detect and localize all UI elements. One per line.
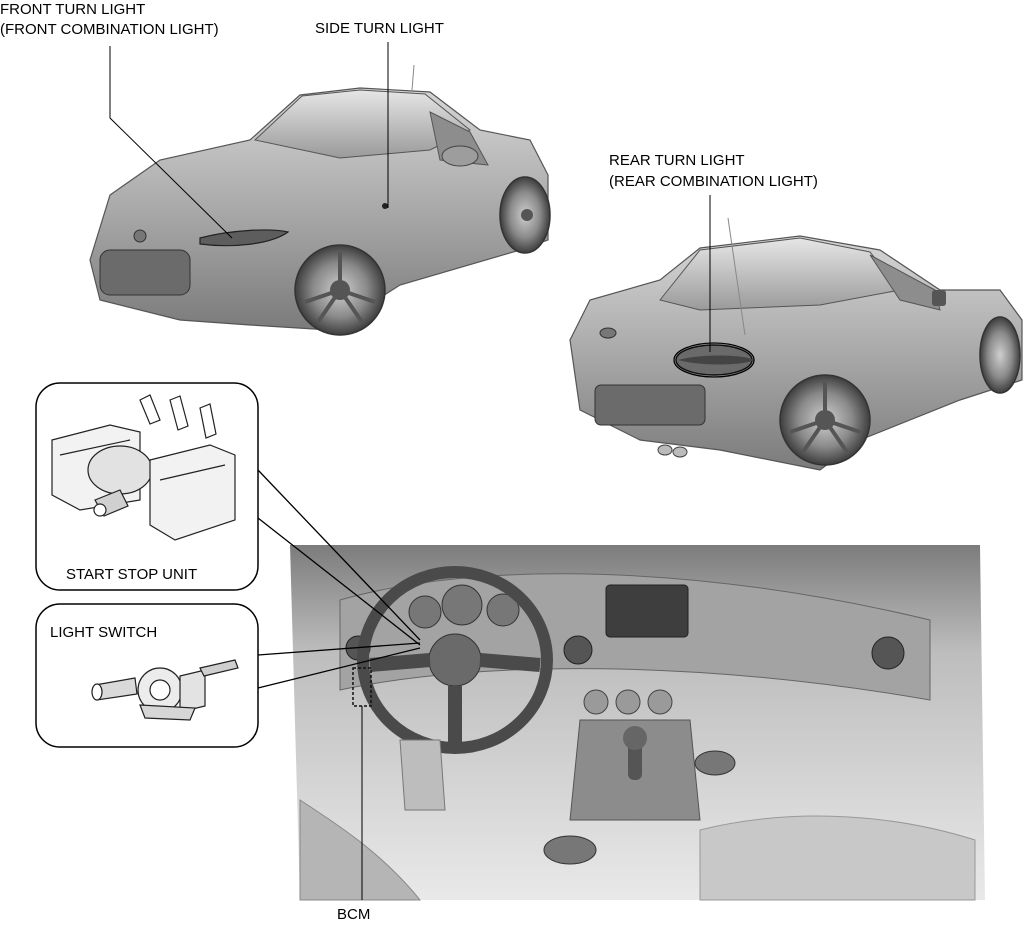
callout-connector-lines: [257, 469, 421, 689]
start-stop-unit-callout: [35, 382, 259, 591]
front-car-illustration: [89, 64, 551, 336]
side-turn-light-label: SIDE TURN LIGHT: [315, 20, 444, 37]
start-stop-unit-label: START STOP UNIT: [66, 566, 198, 583]
rear-car-illustration: [569, 217, 1023, 471]
front-turn-light-label: FRONT TURN LIGHT: [0, 1, 146, 18]
bcm-label: BCM: [337, 906, 371, 923]
front-combination-light-label: (FRONT COMBINATION LIGHT): [0, 21, 219, 38]
rear-light-highlight-ring: [673, 342, 755, 378]
light-switch-callout: [35, 603, 259, 748]
light-switch-illustration: [91, 659, 239, 721]
rear-turn-light-label: REAR TURN LIGHT: [609, 152, 745, 169]
interior-illustration: [290, 545, 985, 901]
start-stop-unit-illustration: [51, 394, 236, 541]
leader-lines: [109, 42, 711, 900]
light-switch-label: LIGHT SWITCH: [50, 624, 158, 641]
rear-combination-light-label: (REAR COMBINATION LIGHT): [609, 173, 818, 190]
